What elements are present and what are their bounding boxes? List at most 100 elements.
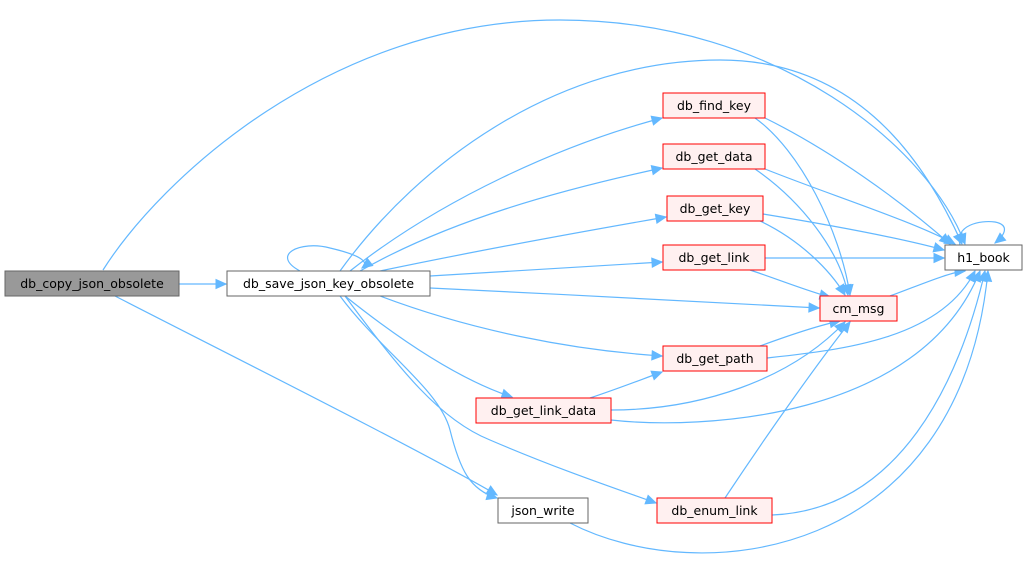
arrow-head-icon xyxy=(651,350,664,361)
node-box[interactable] xyxy=(662,143,766,170)
node-label: db_enum_link xyxy=(671,503,758,518)
edge-line xyxy=(589,371,663,399)
arrow-head-icon xyxy=(808,302,821,313)
node-label: db_save_json_key_obsolete xyxy=(243,276,414,291)
edge-line xyxy=(429,261,663,277)
nodes-layer: db_copy_json_obsolete db_save_json_key_ob… xyxy=(4,92,1023,524)
edge-db_copy_json_obsolete-to-json_write xyxy=(114,295,499,496)
edge-db_get_link-to-h1_book xyxy=(764,252,946,264)
node-box[interactable] xyxy=(662,345,768,372)
edges-layer xyxy=(102,19,1007,554)
edge-db_save_json_key_obsolete-to-db_get_link_data xyxy=(344,295,514,399)
node-label: db_get_link xyxy=(678,250,750,265)
edge-line xyxy=(762,213,945,251)
edge-line xyxy=(610,270,981,424)
arrow-head-icon xyxy=(933,252,946,264)
arrow-head-icon xyxy=(981,269,993,282)
node-box[interactable] xyxy=(226,270,431,297)
node-label: db_get_data xyxy=(675,149,752,164)
edge-line xyxy=(610,321,846,411)
arrow-head-icon xyxy=(943,234,957,245)
edge-db_save_json_key_obsolete-to-db_find_key xyxy=(349,115,664,272)
arrow-head-icon xyxy=(654,213,668,224)
arrow-head-icon xyxy=(215,278,228,290)
arrow-head-icon xyxy=(994,232,1007,244)
node-db-get-data[interactable]: db_get_data xyxy=(662,143,766,170)
node-box[interactable] xyxy=(656,497,773,524)
edge-line xyxy=(429,287,820,309)
arrow-head-icon xyxy=(651,257,664,268)
node-label: db_find_key xyxy=(677,98,752,113)
node-h1-book[interactable]: h1_book xyxy=(944,244,1023,271)
edge-db_save_json_key_obsolete-to-db_get_path xyxy=(379,295,664,361)
edge-line xyxy=(724,321,851,499)
edge-line xyxy=(764,117,951,245)
edge-line xyxy=(339,59,963,272)
node-box[interactable] xyxy=(662,92,766,119)
edge-line xyxy=(759,320,841,347)
node-box[interactable] xyxy=(4,270,180,297)
edge-line xyxy=(114,295,498,496)
node-cm-msg[interactable]: cm_msg xyxy=(819,295,898,322)
node-label: db_get_key xyxy=(680,201,751,216)
edge-h1_book-to-h1_book xyxy=(958,220,1007,246)
node-box[interactable] xyxy=(944,244,1023,271)
edge-line xyxy=(569,270,989,554)
edge-db_copy_json_obsolete-to-h1_book xyxy=(102,19,967,271)
edge-db_find_key-to-h1_book xyxy=(764,117,951,245)
arrow-head-icon xyxy=(644,494,658,505)
node-db-save-json-key-obsolete[interactable]: db_save_json_key_obsolete xyxy=(226,270,431,297)
node-db-copy-json-obsolete[interactable]: db_copy_json_obsolete xyxy=(4,270,180,297)
arrow-head-icon xyxy=(835,283,846,297)
edge-line xyxy=(102,19,966,271)
edge-db_copy_json_obsolete-to-db_save_json_key_obsolete xyxy=(179,278,228,290)
arrow-head-icon xyxy=(650,165,664,176)
edge-db_save_json_key_obsolete-to-json_write xyxy=(339,295,499,501)
node-db-get-key[interactable]: db_get_key xyxy=(666,195,764,222)
node-db-get-path[interactable]: db_get_path xyxy=(662,345,768,372)
edge-line xyxy=(339,295,498,499)
edge-json_write-to-h1_book xyxy=(569,269,993,554)
node-box[interactable] xyxy=(497,497,589,524)
edge-line xyxy=(889,270,966,297)
edge-db_save_json_key_obsolete-to-db_save_json_key_obsolete xyxy=(287,245,374,272)
edge-line xyxy=(771,270,986,516)
edge-line xyxy=(754,168,849,296)
edge-db_get_path-to-cm_msg xyxy=(759,317,842,347)
node-label: db_get_link_data xyxy=(491,403,596,418)
arrow-head-icon xyxy=(500,388,514,399)
node-json-write[interactable]: json_write xyxy=(497,497,589,524)
edge-db_save_json_key_obsolete-to-db_get_key xyxy=(379,213,668,272)
edge-line xyxy=(749,269,831,298)
edge-line xyxy=(766,270,976,359)
edge-line xyxy=(359,167,663,272)
node-box[interactable] xyxy=(475,397,612,424)
edge-line xyxy=(379,216,667,272)
node-box[interactable] xyxy=(819,295,898,322)
edge-db_get_key-to-cm_msg xyxy=(759,220,846,297)
node-db-find-key[interactable]: db_find_key xyxy=(662,92,766,119)
edge-line xyxy=(344,295,657,504)
node-box[interactable] xyxy=(662,244,766,271)
node-db-enum-link[interactable]: db_enum_link xyxy=(656,497,773,524)
node-label: db_copy_json_obsolete xyxy=(20,276,164,291)
edge-db_get_link-to-cm_msg xyxy=(749,269,832,300)
node-db-get-link[interactable]: db_get_link xyxy=(662,244,766,271)
edge-db_find_key-to-cm_msg xyxy=(754,117,854,297)
arrow-head-icon xyxy=(932,242,946,253)
edge-db_save_json_key_obsolete-to-db_get_link xyxy=(429,257,664,277)
edge-db_save_json_key_obsolete-to-cm_msg xyxy=(429,287,821,313)
edge-db_enum_link-to-cm_msg xyxy=(724,321,851,499)
node-box[interactable] xyxy=(666,195,764,222)
node-label: db_get_path xyxy=(676,351,753,366)
edge-db_get_link_data-to-db_get_path xyxy=(589,370,664,399)
arrow-head-icon xyxy=(485,489,499,501)
arrow-head-icon xyxy=(839,321,851,334)
node-label: h1_book xyxy=(957,250,1010,265)
node-db-get-link-data[interactable]: db_get_link_data xyxy=(475,397,612,424)
edge-line xyxy=(344,295,513,398)
edge-line xyxy=(349,117,663,272)
edge-db_save_json_key_obsolete-to-db_get_data xyxy=(359,165,664,272)
edge-db_save_json_key_obsolete-to-db_enum_link xyxy=(344,295,658,505)
